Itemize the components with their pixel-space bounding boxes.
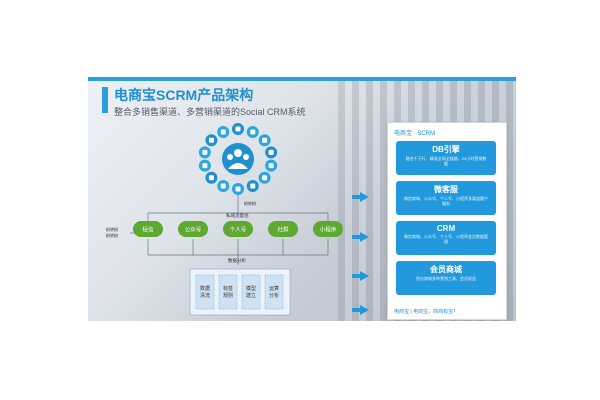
- gift-icon: [258, 134, 271, 147]
- channel-pill: 个人号: [223, 221, 253, 255]
- analysis-step-label: 运算分析: [269, 285, 279, 299]
- analysis-step: 模型建立: [241, 274, 261, 310]
- card-desc: 积分商城多种营销工具、会员权益: [416, 276, 476, 281]
- analysis-step-label: 标签规则: [223, 285, 233, 299]
- tag-icon: [265, 159, 278, 172]
- arrow-db-engine: [352, 192, 369, 202]
- cart-icon: [258, 171, 271, 184]
- analysis-step-label: 数据清洗: [200, 285, 210, 299]
- analysis-step: 运算分析: [264, 274, 284, 310]
- analysis-step: 数据清洗: [195, 274, 215, 310]
- channel-label: 社群: [277, 226, 289, 234]
- channel-pill: 短信: [133, 221, 163, 255]
- phone-icon: [217, 125, 230, 138]
- globe-icon: [198, 159, 211, 172]
- panel-header: 电商宝 · SCRM: [394, 131, 435, 137]
- channel-pill: 公众号: [178, 221, 208, 255]
- star-icon: [205, 134, 218, 147]
- slide: 电商宝SCRM产品架构 整合多销售渠道、多营销渠道的Social CRM系统 粉…: [88, 77, 516, 321]
- chart-icon: [246, 180, 259, 193]
- channel-label: 短信: [142, 226, 154, 234]
- users-center-icon: [222, 143, 254, 175]
- arrow-member-mall: [352, 305, 369, 315]
- card-member-mall: 会员商城 积分商城多种营销工具、会员权益: [396, 261, 496, 295]
- title-accent-mark: [102, 87, 108, 113]
- arrow-wechat-service: [352, 232, 369, 242]
- channel-pill: 小程序: [313, 221, 343, 255]
- slide-title: 电商宝SCRM产品架构: [114, 87, 254, 103]
- product-panel: 电商宝 · SCRM DB引擎 融合千万行、精准全网全链路、24小时营销数据 微…: [387, 122, 507, 320]
- calendar-icon: [232, 123, 244, 135]
- card-title: 会员商城: [430, 265, 462, 274]
- channel-label: 小程序: [320, 226, 337, 234]
- chat-icon: [265, 146, 278, 159]
- card-title: CRM: [436, 224, 456, 233]
- analysis-step-label: 模型建立: [246, 285, 256, 299]
- card-title: DB引擎: [432, 145, 460, 154]
- card-title: 微客服: [434, 185, 458, 194]
- left-flow-label-2: 粉转粉: [106, 232, 118, 238]
- card-desc: 微信商城、公众号、个人号、小程序多渠道客户服务: [404, 196, 488, 206]
- channel-label: 个人号: [230, 227, 247, 234]
- slide-subtitle: 整合多销售渠道、多营销渠道的Social CRM系统: [114, 107, 306, 117]
- shop-icon: [198, 146, 211, 159]
- channel-label: 公众号: [185, 227, 202, 234]
- bell-icon: [232, 183, 244, 195]
- arrow-crm: [352, 271, 369, 281]
- top-flow-label: 粉转粉: [244, 200, 256, 206]
- architecture-diagram: 粉转粉 私域流量池 数据分析 粉转粉 粉转粉 短信 公众号 个人号 社群 小程序 数据清…: [106, 123, 343, 316]
- card-db-engine: DB引擎 融合千万行、精准全网全链路、24小时营销数据: [396, 141, 496, 175]
- card-desc: 微信商城、公众号、个人号、小程序会员数据管理: [404, 234, 488, 244]
- channel-pill: 社群: [268, 221, 298, 255]
- analysis-step: 标签规则: [218, 274, 238, 310]
- top-accent-bar: [88, 77, 516, 81]
- pool-label: 私域流量池: [226, 212, 249, 219]
- card-desc: 融合千万行、精准全网全链路、24小时营销数据: [405, 156, 487, 166]
- icon-ring: [198, 123, 278, 195]
- coupon-icon: [217, 180, 230, 193]
- panel-footer: 电商宝 | 电商宝，商商有宝！: [394, 309, 459, 315]
- mail-icon: [205, 171, 218, 184]
- card-wechat-service: 微客服 微信商城、公众号、个人号、小程序多渠道客户服务: [396, 181, 496, 215]
- analysis-label: 数据分析: [228, 257, 246, 264]
- card-crm: CRM 微信商城、公众号、个人号、小程序会员数据管理: [396, 221, 496, 255]
- people-icon: [246, 125, 259, 138]
- left-flow-label-1: 粉转粉: [106, 226, 118, 232]
